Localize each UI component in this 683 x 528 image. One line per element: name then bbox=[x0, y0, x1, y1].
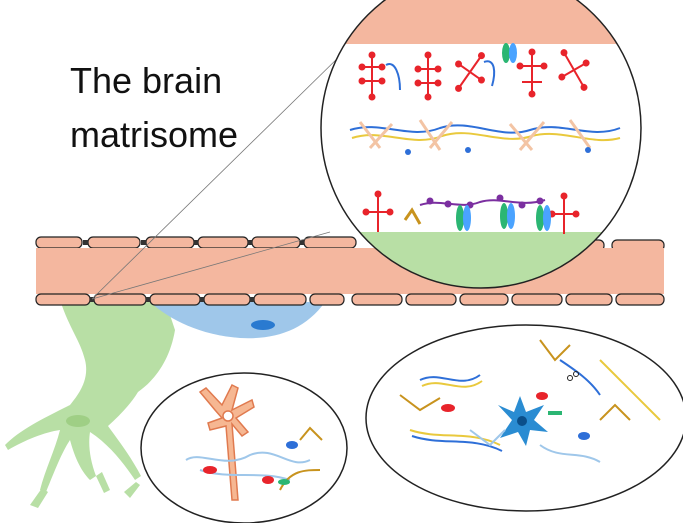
collagen-row-bottom bbox=[362, 190, 580, 234]
proteoglycan-chain-top bbox=[385, 63, 401, 91]
proteoglycan-bottom bbox=[403, 207, 422, 225]
title-line-2: matrisome bbox=[70, 114, 238, 155]
microglia bbox=[498, 396, 548, 446]
neuron bbox=[198, 383, 255, 501]
integrin-top bbox=[502, 43, 517, 63]
vessel-bottom-layer bbox=[35, 293, 665, 306]
fibril-network-middle bbox=[349, 119, 621, 155]
green-receptor-cluster bbox=[548, 411, 562, 415]
laminin-chains bbox=[419, 194, 546, 209]
pericyte bbox=[150, 302, 325, 339]
microglia-ecm-fibers bbox=[399, 339, 661, 463]
integrins-bottom bbox=[456, 203, 551, 231]
collagen-row-top bbox=[358, 48, 590, 101]
receptor-blue-left bbox=[286, 441, 298, 449]
microglia-ecm-ellipse bbox=[365, 324, 683, 512]
receptor-red-right bbox=[441, 404, 455, 412]
neuron-ecm-ellipse bbox=[140, 372, 348, 524]
zoom-guide-lines bbox=[91, 51, 345, 300]
endothelium-band bbox=[321, 0, 641, 44]
receptor-red-left bbox=[203, 466, 217, 474]
astrocyte bbox=[5, 300, 175, 508]
tight-junctions bbox=[83, 240, 304, 302]
neuron-ecm-fibers bbox=[185, 426, 323, 491]
title-line-1: The brain bbox=[70, 60, 222, 101]
